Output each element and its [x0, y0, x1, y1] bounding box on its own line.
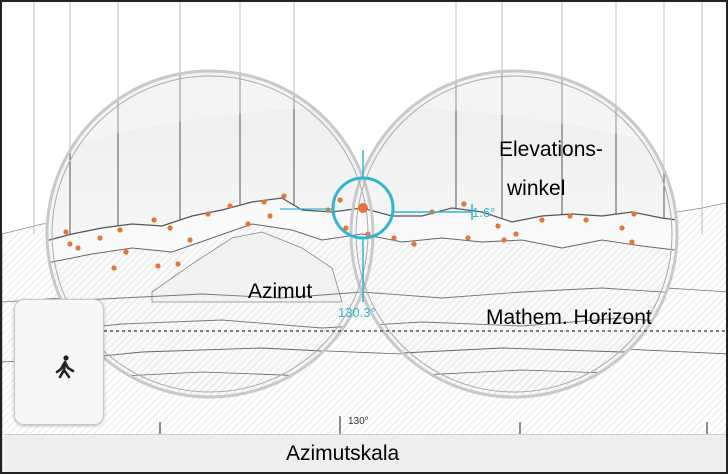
azimuth-caption: Azimut — [248, 280, 313, 303]
peak-markers[interactable] — [63, 193, 637, 271]
lens-rims-inner — [51, 75, 673, 393]
elevation-caption-line1: Elevations- — [499, 138, 603, 161]
scale-caption: Azimutskala — [286, 442, 400, 465]
crosshair[interactable] — [280, 150, 473, 302]
elevation-angle-readout: 1.6° — [472, 205, 496, 220]
scale-tick-label: 130° — [348, 416, 369, 427]
walking-person-icon — [55, 355, 75, 379]
walk-mode-button[interactable] — [14, 299, 104, 425]
horizon-caption: Mathem. Horizont — [486, 306, 652, 329]
azimuth-angle-readout: 130.3° — [338, 305, 376, 320]
elevation-caption-line2: winkel — [507, 177, 566, 200]
azimuth-scale-ticks — [159, 416, 708, 434]
azimuth-scale-bar[interactable] — [4, 434, 726, 472]
